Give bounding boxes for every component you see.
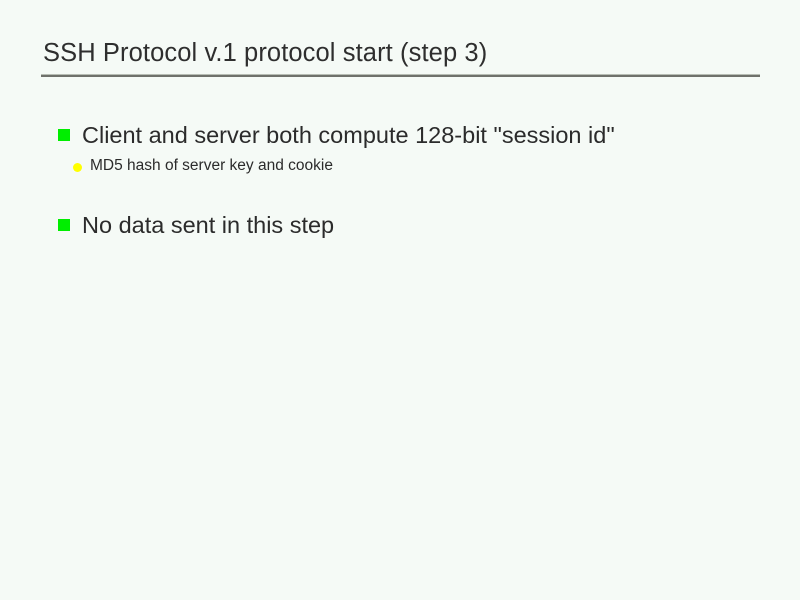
bullet-text-level1: No data sent in this step — [82, 212, 335, 238]
bullet-text-level2: MD5 hash of server key and cookie — [90, 157, 333, 174]
list-item: No data sent in this step — [0, 208, 800, 242]
list-item: Client and server both compute 128-bit "… — [0, 118, 800, 152]
bullet-spacer — [0, 178, 800, 208]
page-title: SSH Protocol v.1 protocol start (step 3) — [43, 39, 488, 67]
list-item: MD5 hash of server key and cookie — [0, 154, 800, 178]
slide-title-block: SSH Protocol v.1 protocol start (step 3) — [41, 36, 760, 77]
green-square-bullet-icon — [58, 219, 70, 231]
slide-body: Client and server both compute 128-bit "… — [0, 118, 800, 242]
title-divider — [41, 74, 760, 77]
bullet-text-level1: Client and server both compute 128-bit "… — [82, 122, 615, 148]
yellow-dot-bullet-icon — [73, 163, 82, 172]
green-square-bullet-icon — [58, 129, 70, 141]
